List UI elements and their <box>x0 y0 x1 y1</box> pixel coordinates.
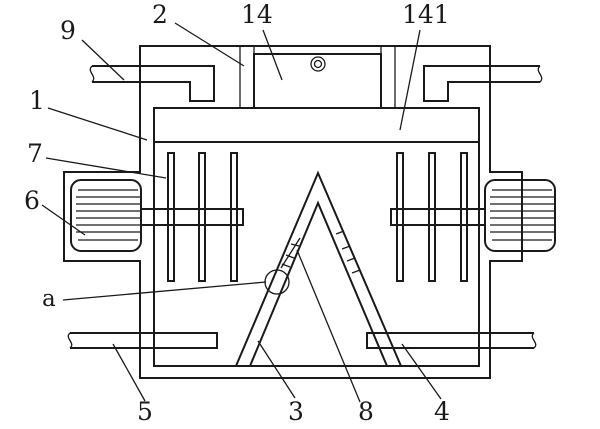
label-141: 141 <box>402 0 450 29</box>
shaft-left <box>140 208 244 226</box>
press-block-bolt-outer <box>310 56 326 72</box>
blade-left-2 <box>198 152 206 282</box>
label-8: 8 <box>358 397 374 426</box>
blade-left-3 <box>230 152 238 282</box>
triangle-divider-outer <box>235 170 402 367</box>
divider-slider-marks-left <box>281 243 300 268</box>
motor-right-fins <box>490 189 554 241</box>
label-4: 4 <box>434 397 450 426</box>
label-2: 2 <box>152 0 168 29</box>
inlet-pipe-left <box>92 65 215 102</box>
label-a: a <box>42 286 56 312</box>
label-14: 14 <box>241 0 273 29</box>
inlet-pipe-right-break <box>537 65 543 83</box>
blade-right-1 <box>396 152 404 282</box>
label-7: 7 <box>27 139 43 168</box>
leader-lines <box>41 22 442 403</box>
label-3: 3 <box>288 397 304 426</box>
inlet-pipe-left-break <box>89 65 95 83</box>
guide-rail-left <box>239 45 255 109</box>
blade-right-2 <box>428 152 436 282</box>
outlet-pipe-left-break <box>67 332 73 349</box>
blade-right-3 <box>460 152 468 282</box>
label-1: 1 <box>29 86 45 115</box>
housing-outer-outline <box>63 45 523 379</box>
outlet-pipe-left <box>70 332 218 349</box>
label-9: 9 <box>60 16 76 45</box>
label-6: 6 <box>24 186 40 215</box>
shaft-right <box>390 208 486 226</box>
blade-left-1 <box>167 152 175 282</box>
housing-inner-chamber <box>153 107 480 367</box>
press-block-bolt-inner <box>313 59 323 69</box>
press-plate <box>153 107 480 143</box>
outlet-pipe-right <box>366 332 534 349</box>
divider-slot-left <box>280 237 301 269</box>
press-block <box>253 53 382 109</box>
inlet-pipe-right <box>423 65 540 102</box>
motor-left-fins <box>76 189 140 241</box>
label-5: 5 <box>137 397 153 426</box>
outlet-pipe-right-break <box>531 332 537 349</box>
triangle-divider-inner <box>249 200 388 367</box>
divider-slider-marks-right <box>335 230 361 274</box>
guide-rail-right <box>380 45 396 109</box>
